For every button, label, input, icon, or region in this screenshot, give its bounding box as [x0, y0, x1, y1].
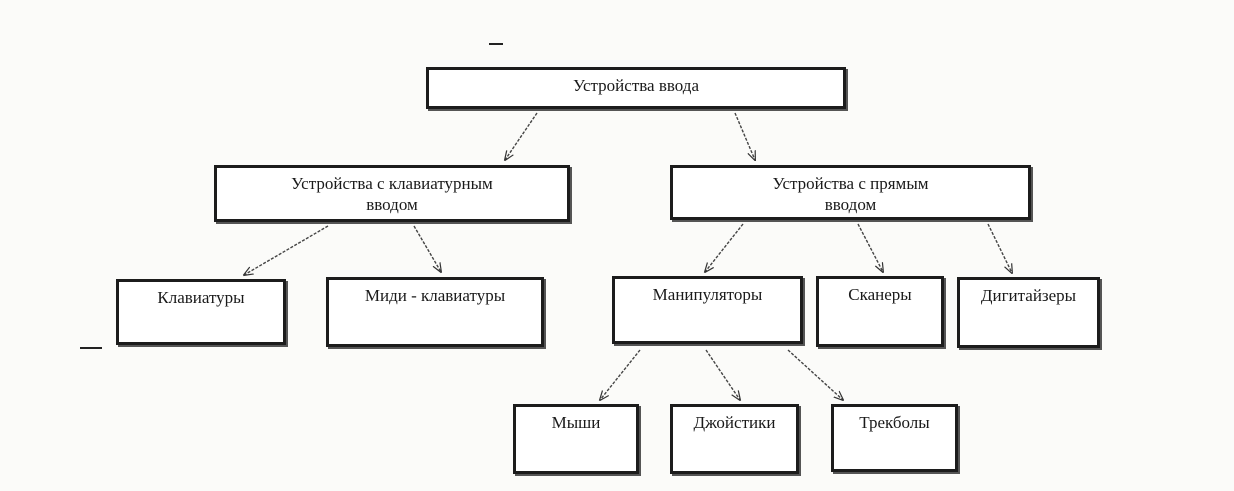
- edge-direct-input-to-scanners: [857, 223, 883, 272]
- node-joysticks: Джойстики: [670, 404, 799, 474]
- node-manipulators: Манипуляторы: [612, 276, 803, 344]
- edge-root-to-keyboard-input: [505, 112, 538, 160]
- edge-keyboard-input-to-keyboards: [244, 225, 329, 275]
- node-keyboards: Клавиатуры: [116, 279, 286, 345]
- node-midi-keyboards-label: Миди - клавиатуры: [364, 286, 506, 305]
- node-manipulators-label: Манипуляторы: [652, 285, 763, 304]
- node-mice-label: Мыши: [551, 413, 601, 432]
- edge-manipulators-to-trackballs: [787, 349, 843, 400]
- edge-root-to-direct-input: [734, 112, 755, 160]
- edge-direct-input-to-digitizers: [987, 223, 1012, 273]
- node-digitizers: Дигитайзеры: [957, 277, 1100, 348]
- node-trackballs: Трекболы: [831, 404, 958, 472]
- node-root-label: Устройства ввода: [573, 76, 699, 95]
- edge-keyboard-input-to-midi-keyboards: [413, 225, 441, 272]
- node-mice: Мыши: [513, 404, 639, 474]
- node-trackballs-label: Трекболы: [859, 413, 930, 432]
- edge-direct-input-to-manipulators: [705, 223, 744, 272]
- edge-manipulators-to-joysticks: [705, 349, 740, 400]
- node-digitizers-label: Дигитайзеры: [980, 286, 1077, 305]
- node-direct-input: Устройства с прямым вводом: [670, 165, 1031, 220]
- node-keyboard-input-label: Устройства с клавиатурным вводом: [291, 174, 493, 214]
- node-keyboard-input: Устройства с клавиатурным вводом: [214, 165, 570, 222]
- node-direct-input-label: Устройства с прямым вводом: [772, 174, 929, 214]
- node-keyboards-label: Клавиатуры: [157, 288, 245, 307]
- node-midi-keyboards: Миди - клавиатуры: [326, 277, 544, 347]
- node-scanners: Сканеры: [816, 276, 944, 347]
- left-stray-mark: [80, 347, 102, 349]
- node-scanners-label: Сканеры: [848, 285, 912, 304]
- top-stray-mark: [489, 43, 503, 45]
- node-root: Устройства ввода: [426, 67, 846, 109]
- node-joysticks-label: Джойстики: [693, 413, 776, 432]
- edge-manipulators-to-mice: [600, 349, 641, 400]
